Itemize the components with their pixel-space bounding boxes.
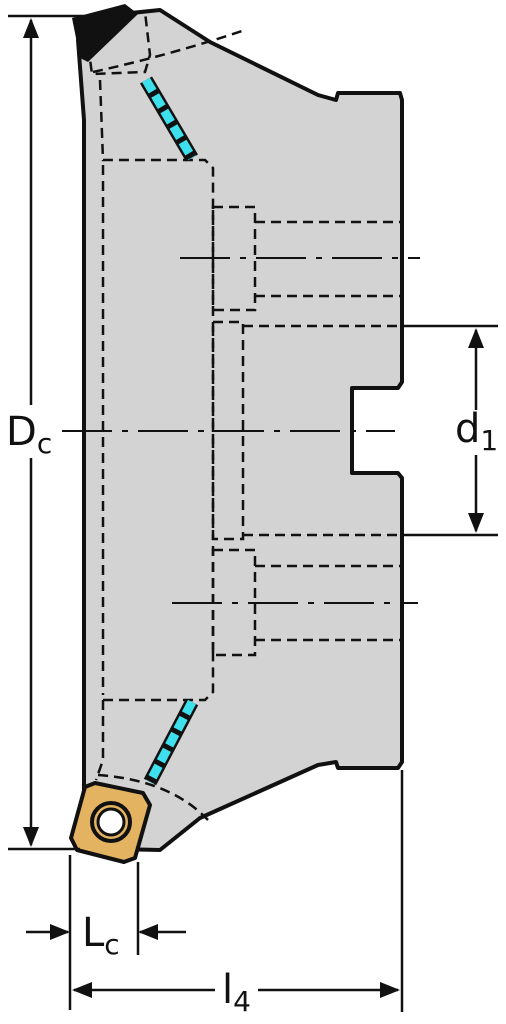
dimension-lc	[26, 855, 186, 1010]
dimension-d1	[402, 324, 498, 537]
centerlines	[62, 257, 420, 604]
dimension-dc	[8, 14, 88, 851]
coolant-channels	[139, 76, 199, 786]
d1-label: d1	[455, 406, 498, 457]
lc-label: Lc	[82, 910, 120, 961]
bottom-insert-pocket	[94, 650, 215, 821]
dimension-l4	[72, 770, 404, 1012]
top-insert-pocket	[84, 11, 246, 210]
top-insert	[72, 4, 138, 62]
dc-label: Dc	[6, 409, 52, 460]
bottom-insert	[69, 781, 152, 864]
l4-label: l4	[222, 967, 251, 1018]
